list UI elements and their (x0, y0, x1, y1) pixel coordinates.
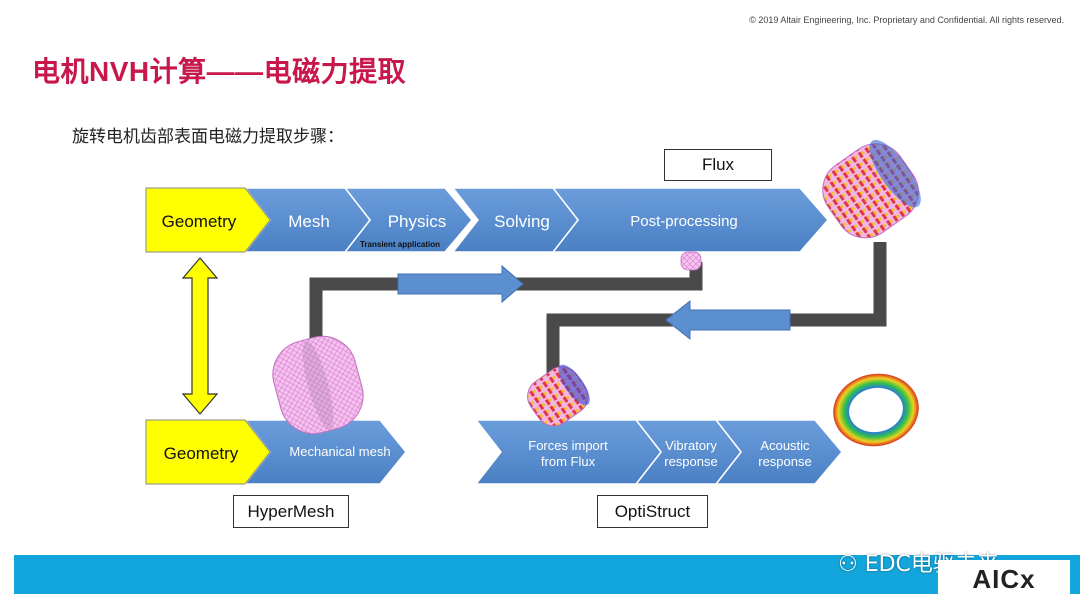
small-mesh-model-image (680, 251, 702, 271)
chevron-geometry-bottom[interactable] (145, 419, 271, 485)
physics-note: Transient application (360, 240, 440, 249)
mechanical-mesh-label: Mechanical mesh (289, 444, 390, 459)
page-title: 电机NVH计算——电磁力提取 (32, 56, 407, 87)
mesh-label: Mesh (288, 212, 330, 231)
forces-model-image (527, 364, 590, 427)
forces-import-line2: from Flux (541, 454, 596, 469)
acoustic-ring-image (833, 373, 919, 447)
flux-tool-label: Flux (664, 149, 772, 181)
footer-bar (14, 555, 1080, 594)
chevron-solving[interactable] (451, 187, 579, 253)
hypermesh-model-image (272, 335, 364, 435)
aicx-logo: AICx (938, 560, 1070, 598)
acoustic-line2: response (758, 454, 811, 469)
vibratory-line1: Vibratory (665, 438, 717, 453)
stator-model-image (822, 139, 921, 239)
page-subtitle: 旋转电机齿部表面电磁力提取步骤： (72, 127, 344, 146)
arrow-left (665, 299, 791, 341)
geometry-bottom-label: Geometry (164, 444, 239, 463)
hypermesh-tool-label: HyperMesh (233, 495, 349, 528)
physics-label: Physics (388, 212, 447, 231)
chevron-geometry-top[interactable] (145, 187, 271, 253)
solving-label: Solving (494, 212, 550, 231)
wechat-icon: ⚇ (838, 552, 865, 577)
forces-import-line1: Forces import (528, 438, 608, 453)
arrow-right (397, 264, 524, 304)
chevron-forces-import[interactable] (474, 419, 662, 485)
vibratory-line2: response (664, 454, 717, 469)
optistruct-tool-label: OptiStruct (597, 495, 708, 528)
geometry-top-label: Geometry (162, 212, 237, 231)
acoustic-line1: Acoustic (760, 438, 810, 453)
post-processing-label: Post-processing (630, 213, 738, 230)
double-arrow (181, 257, 219, 415)
copyright-notice: © 2019 Altair Engineering, Inc. Propriet… (749, 15, 1064, 25)
